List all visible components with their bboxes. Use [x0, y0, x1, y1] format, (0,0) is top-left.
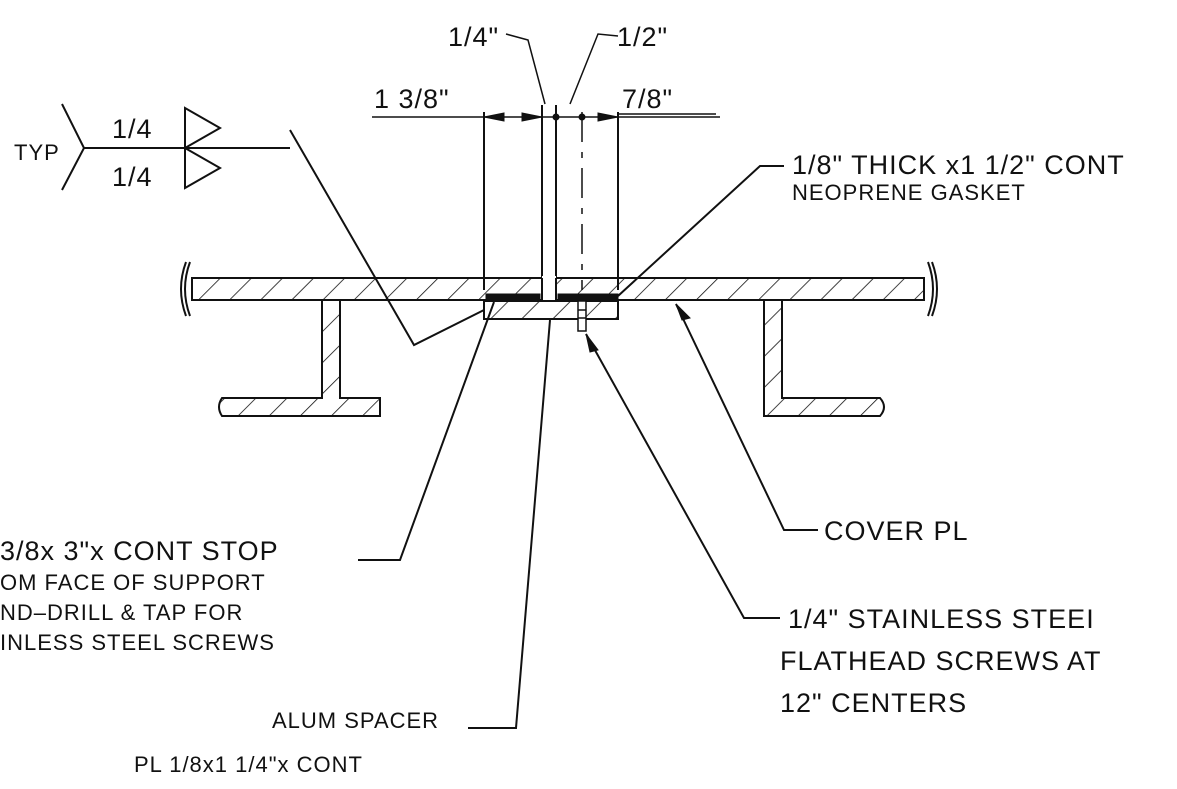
- spacer-leader-line: [468, 319, 551, 729]
- dim-left-label: 1 3/8": [374, 84, 450, 114]
- cover-plate: [180, 261, 938, 317]
- weld-typ-label: TYP: [14, 140, 60, 165]
- joint-assembly: [483, 293, 619, 332]
- spacer-callout-line2: PL 1/8x1 1/4"x CONT: [134, 752, 363, 777]
- left-angle-support: [218, 299, 381, 417]
- right-arrow-icon: [597, 112, 619, 122]
- screws-callout-line3: 12" CENTERS: [780, 688, 967, 718]
- weld-tail-icon: [61, 103, 86, 191]
- left-arrow-icon: [483, 112, 505, 122]
- dim-dot-2: [578, 113, 586, 121]
- stop-callout: 3/8x 3"x CONT STOP OM FACE OF SUPPORT ND…: [0, 301, 495, 655]
- stop-leader-line: [358, 301, 495, 561]
- dim-half-label: 1/2": [617, 22, 668, 52]
- spacer-callout-line1: ALUM SPACER: [272, 708, 439, 733]
- screws-callout-line1: 1/4" STAINLESS STEEI: [788, 604, 1095, 634]
- break-left-icon-2: [180, 261, 187, 317]
- dim-right-label: 7/8": [622, 84, 673, 114]
- spacer-callout: ALUM SPACER PL 1/8x1 1/4"x CONT: [134, 319, 551, 777]
- dimension-lines: 1 3/8" 7/8" 1/4" 1/2": [372, 22, 720, 292]
- plate-gap: [542, 276, 556, 302]
- dim-quarter-label: 1/4": [448, 22, 499, 52]
- gasket-leader-line: [617, 165, 784, 297]
- gasket-callout-line2: NEOPRENE GASKET: [792, 180, 1026, 205]
- break-left-icon: [184, 261, 191, 317]
- stop-callout-line2: OM FACE OF SUPPORT: [0, 570, 266, 595]
- fillet-weld-bottom-icon: [184, 146, 223, 190]
- break-right-icon-2: [931, 261, 938, 317]
- dim-dot: [552, 113, 560, 121]
- aluminum-spacer: [483, 300, 619, 320]
- fillet-weld-top-icon: [184, 106, 223, 150]
- weld-leader-line: [289, 129, 485, 347]
- cover-leader-line: [675, 303, 818, 531]
- screws-arrow-icon: [585, 333, 599, 353]
- screw-icon: [577, 300, 587, 332]
- right-angle-support: [763, 299, 885, 417]
- weld-symbol: TYP 1/4 1/4: [14, 103, 485, 347]
- weld-top-size: 1/4: [112, 114, 153, 144]
- stop-callout-line1: 3/8x 3"x CONT STOP: [0, 536, 279, 566]
- dim-half-leader: [569, 33, 619, 105]
- dim-quarter-leader: [505, 33, 546, 105]
- left-angle: [218, 299, 381, 417]
- gasket-callout-line1: 1/8" THICK x1 1/2" CONT: [792, 150, 1125, 180]
- screws-callout-line2: FLATHEAD SCREWS AT: [780, 646, 1102, 676]
- gasket-right: [557, 293, 619, 302]
- break-right-icon: [927, 261, 934, 317]
- gasket-callout: 1/8" THICK x1 1/2" CONT NEOPRENE GASKET: [617, 150, 1125, 297]
- gasket-left: [485, 293, 541, 302]
- screws-leader-line: [585, 333, 780, 619]
- cover-callout: COVER PL: [675, 303, 969, 546]
- right-angle: [763, 299, 885, 417]
- cover-arrow-icon: [675, 303, 691, 321]
- cover-callout-label: COVER PL: [824, 516, 969, 546]
- left-arrow-icon-2: [521, 112, 543, 122]
- stop-callout-line3: ND–DRILL & TAP FOR: [0, 600, 243, 625]
- stop-callout-line4: INLESS STEEL SCREWS: [0, 630, 275, 655]
- screws-callout: 1/4" STAINLESS STEEI FLATHEAD SCREWS AT …: [585, 333, 1102, 718]
- weld-bottom-size: 1/4: [112, 162, 153, 192]
